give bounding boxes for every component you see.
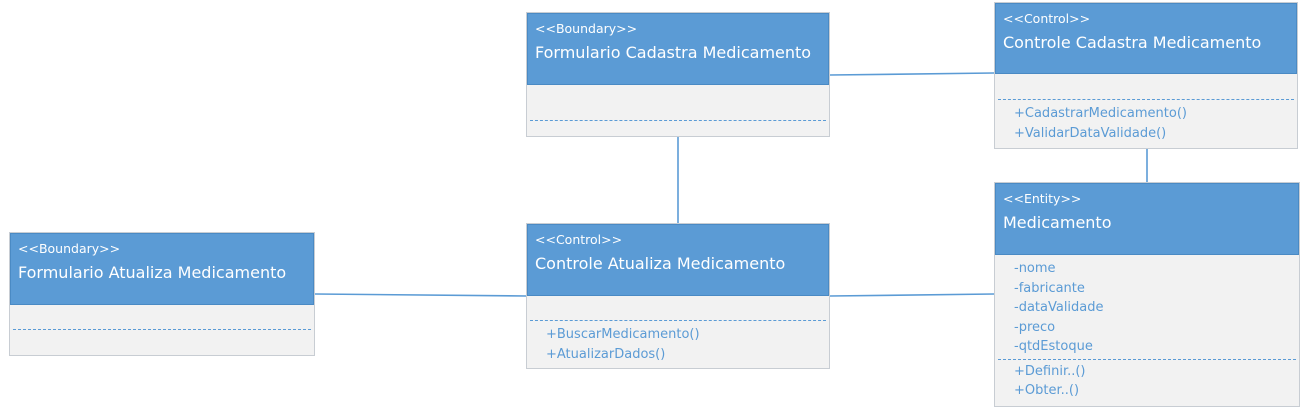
class-name: Controle Atualiza Medicamento <box>535 254 786 273</box>
class-medicamento[interactable]: <<Entity>> Medicamento -nome -fabricante… <box>994 182 1300 407</box>
class-controle-cadastra-medicamento[interactable]: <<Control>> Controle Cadastra Medicament… <box>994 2 1298 149</box>
operation: +BuscarMedicamento() <box>546 327 700 342</box>
class-body: -nome -fabricante -dataValidade -preco -… <box>995 255 1299 401</box>
class-operations: +BuscarMedicamento() +AtualizarDados() <box>527 321 829 364</box>
class-stereotype: <<Control>> <box>535 232 623 247</box>
class-body: +BuscarMedicamento() +AtualizarDados() <box>527 320 829 364</box>
attribute: -nome <box>1014 261 1056 276</box>
operation: +Obter..() <box>1014 383 1080 398</box>
class-formulario-atualiza-medicamento[interactable]: <<Boundary>> Formulario Atualiza Medicam… <box>9 232 315 356</box>
association-cam-med[interactable] <box>829 293 995 297</box>
operation: +AtualizarDados() <box>546 346 666 362</box>
class-name: Controle Cadastra Medicamento <box>1003 33 1262 52</box>
class-name: Formulario Atualiza Medicamento <box>18 263 287 282</box>
class-divider <box>998 358 1296 360</box>
association-fcm-ccm[interactable] <box>829 72 995 76</box>
class-stereotype: <<Control>> <box>1003 11 1091 26</box>
class-divider <box>998 99 1294 100</box>
class-attributes: -nome -fabricante -dataValidade -preco -… <box>995 255 1299 357</box>
attribute: -qtdEstoque <box>1014 339 1093 354</box>
class-divider <box>530 320 826 321</box>
association-fam-cam[interactable] <box>314 293 527 297</box>
operation: +Definir..() <box>1014 363 1086 379</box>
class-stereotype: <<Boundary>> <box>535 21 638 36</box>
class-body: +CadastrarMedicamento() +ValidarDataVali… <box>995 99 1297 143</box>
operation: +CadastrarMedicamento() <box>1014 106 1187 121</box>
class-controle-atualiza-medicamento[interactable]: <<Control>> Controle Atualiza Medicament… <box>526 223 830 369</box>
class-divider <box>530 120 826 121</box>
attribute: -preco <box>1014 319 1056 335</box>
class-header: <<Control>> Controle Cadastra Medicament… <box>995 3 1297 74</box>
class-name: Formulario Cadastra Medicamento <box>535 43 812 62</box>
class-stereotype: <<Entity>> <box>1003 191 1082 206</box>
class-header: <<Boundary>> Formulario Atualiza Medicam… <box>10 233 314 305</box>
class-stereotype: <<Boundary>> <box>18 241 121 256</box>
class-operations: +Definir..() +Obter..() <box>995 360 1299 401</box>
operation: +ValidarDataValidade() <box>1014 125 1167 141</box>
attribute: -dataValidade <box>1014 300 1104 315</box>
class-name: Medicamento <box>1003 213 1112 232</box>
class-divider <box>13 329 311 330</box>
class-formulario-cadastra-medicamento[interactable]: <<Boundary>> Formulario Cadastra Medicam… <box>526 12 830 137</box>
class-body <box>527 120 829 121</box>
class-header: <<Boundary>> Formulario Cadastra Medicam… <box>527 13 829 85</box>
class-body <box>10 329 314 330</box>
class-operations: +CadastrarMedicamento() +ValidarDataVali… <box>995 100 1297 143</box>
class-header: <<Entity>> Medicamento <box>995 183 1299 255</box>
class-header: <<Control>> Controle Atualiza Medicament… <box>527 224 829 296</box>
attribute: -fabricante <box>1014 280 1085 296</box>
